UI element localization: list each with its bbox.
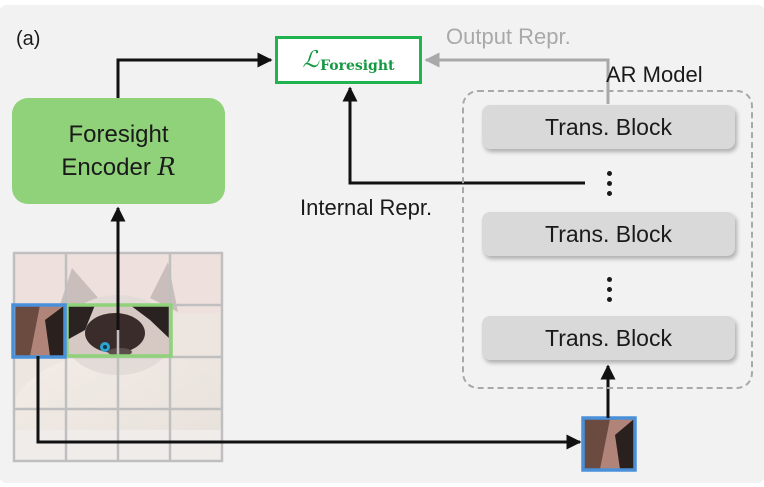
ar-model-label: AR Model [606, 62, 703, 87]
arrow-patch-to-ar [36, 356, 582, 450]
loss-symbol: ℒ [302, 47, 320, 73]
output-repr-label: Output Repr. [446, 24, 571, 49]
foresight-encoder-box: Foresight Encoder R [12, 98, 225, 204]
encoder-label-line1: Foresight [68, 121, 169, 148]
arrow-encoder-to-loss [116, 52, 273, 98]
ellipsis-upper [606, 171, 612, 196]
ellipsis-lower [606, 277, 612, 302]
ar-model-container [462, 90, 753, 389]
input-patch [584, 419, 634, 469]
trans-block-bottom: Trans. Block [482, 316, 735, 360]
loss-subscript: Foresight [320, 58, 395, 74]
trans-block-middle: Trans. Block [482, 212, 735, 256]
arrow-internal-to-loss [342, 86, 585, 185]
encoder-label-prefix: Encoder [61, 154, 158, 181]
target-patch [14, 305, 65, 356]
trans-block-top: Trans. Block [482, 105, 735, 149]
encoder-label-line2: Encoder R [61, 151, 175, 184]
cat-image [14, 253, 222, 461]
encoder-symbol: R [157, 153, 176, 181]
arrow-output-to-loss [424, 52, 610, 104]
panel-label: (a) [16, 28, 41, 50]
internal-repr-label: Internal Repr. [300, 195, 433, 220]
